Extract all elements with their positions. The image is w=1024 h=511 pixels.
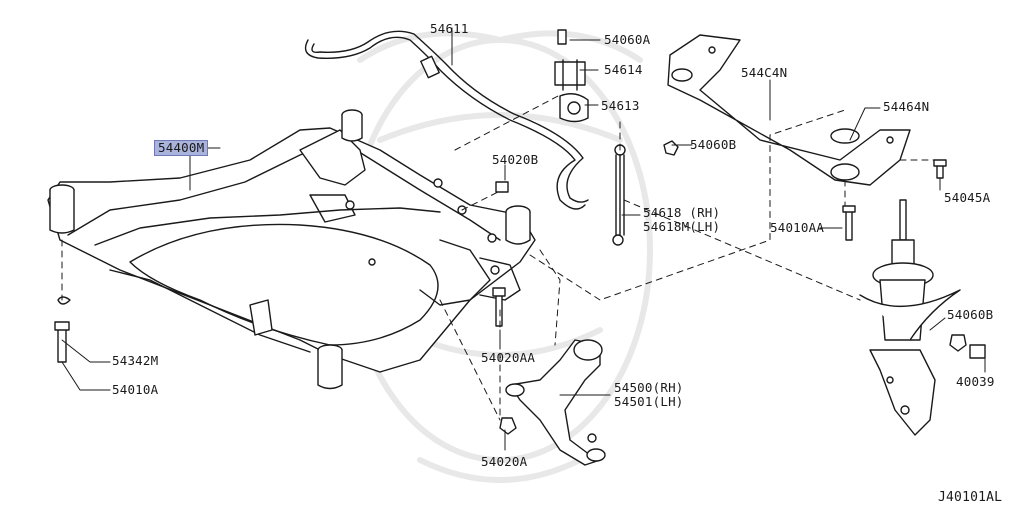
member-stay [667,34,911,186]
part-label-54020B[interactable]: 54020B [492,152,539,167]
part-label-54020AA[interactable]: 54020AA [481,350,536,365]
part-label-54342M[interactable]: 54342M [112,353,159,368]
part-label-54614[interactable]: 54614 [604,62,643,77]
part-label-54618M-lh[interactable]: 54618M(LH) [643,219,721,234]
leader-lines [61,27,986,451]
part-label-40039[interactable]: 40039 [956,374,995,389]
part-label-54045A[interactable]: 54045A [944,190,991,205]
part-label-54464N[interactable]: 54464N [883,99,930,114]
part-label-54400M[interactable]: 54400M [154,140,209,156]
dashed-callouts [61,94,946,421]
part-label-54500-rh[interactable]: 54500(RH) [614,380,684,395]
part-label-54010A[interactable]: 54010A [112,382,159,397]
stabilizer-bar [304,30,589,210]
figure-code: J40101AL [938,490,1003,505]
part-label-54611[interactable]: 54611 [430,21,469,36]
transverse-link [505,339,606,466]
strut-assembly [859,199,986,436]
part-label-54501-lh[interactable]: 54501(LH) [614,394,684,409]
part-label-54613[interactable]: 54613 [601,98,640,113]
part-label-54010AA[interactable]: 54010AA [770,220,825,235]
part-label-54020A[interactable]: 54020A [481,454,528,469]
stabilizer-bushing-clamp [554,29,589,123]
part-label-544C4N[interactable]: 544C4N [741,65,788,80]
front-suspension-member [47,109,536,390]
part-label-54618-rh[interactable]: 54618 (RH) [643,205,721,220]
part-label-54060B-right[interactable]: 54060B [947,307,994,322]
part-label-54060B-top[interactable]: 54060B [690,137,737,152]
part-label-54060A[interactable]: 54060A [604,32,651,47]
bolts [54,159,947,435]
